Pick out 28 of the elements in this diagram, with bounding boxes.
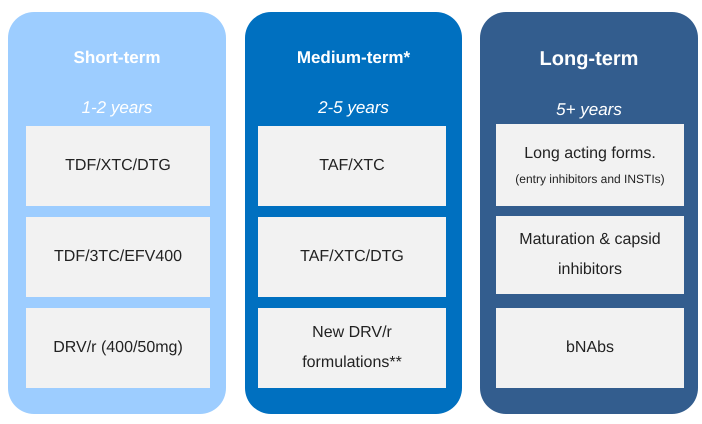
treatment-box	[26, 217, 210, 297]
treatment-box	[26, 126, 210, 206]
treatment-box	[258, 308, 446, 388]
treatment-text: New DRV/r formulations**	[301, 322, 403, 373]
column-panel	[8, 12, 226, 414]
treatment-text: DRV/r (400/50mg)	[53, 338, 183, 358]
treatment-text: TDF/3TC/EFV400	[54, 246, 182, 267]
column-heading: Medium-term*	[296, 48, 412, 68]
treatment-text: TAF/XTC/DTG	[300, 246, 404, 267]
treatment-text: bNAbs	[566, 338, 614, 358]
time-range: 2-5 years	[317, 98, 390, 118]
column-panel	[245, 12, 462, 414]
treatment-text: Maturation & capsid inhibitors	[518, 230, 662, 280]
treatment-text: Long acting forms.	[524, 144, 656, 164]
treatment-box	[496, 124, 684, 206]
note-text: (entry inhibitors and INSTIs)	[515, 171, 665, 188]
treatment-box	[496, 308, 684, 388]
column-panel	[480, 12, 698, 414]
treatment-box	[258, 217, 446, 297]
column-heading: Short-term	[72, 48, 162, 68]
treatment-text: TAF/XTC	[319, 156, 385, 176]
treatment-box	[26, 308, 210, 388]
treatment-box	[496, 216, 684, 294]
time-range: 1-2 years	[80, 98, 154, 118]
treatment-box	[258, 126, 446, 206]
treatment-text: TDF/XTC/DTG	[65, 156, 171, 176]
time-range: 5+ years	[555, 100, 623, 120]
column-heading: Long-term	[538, 48, 640, 71]
